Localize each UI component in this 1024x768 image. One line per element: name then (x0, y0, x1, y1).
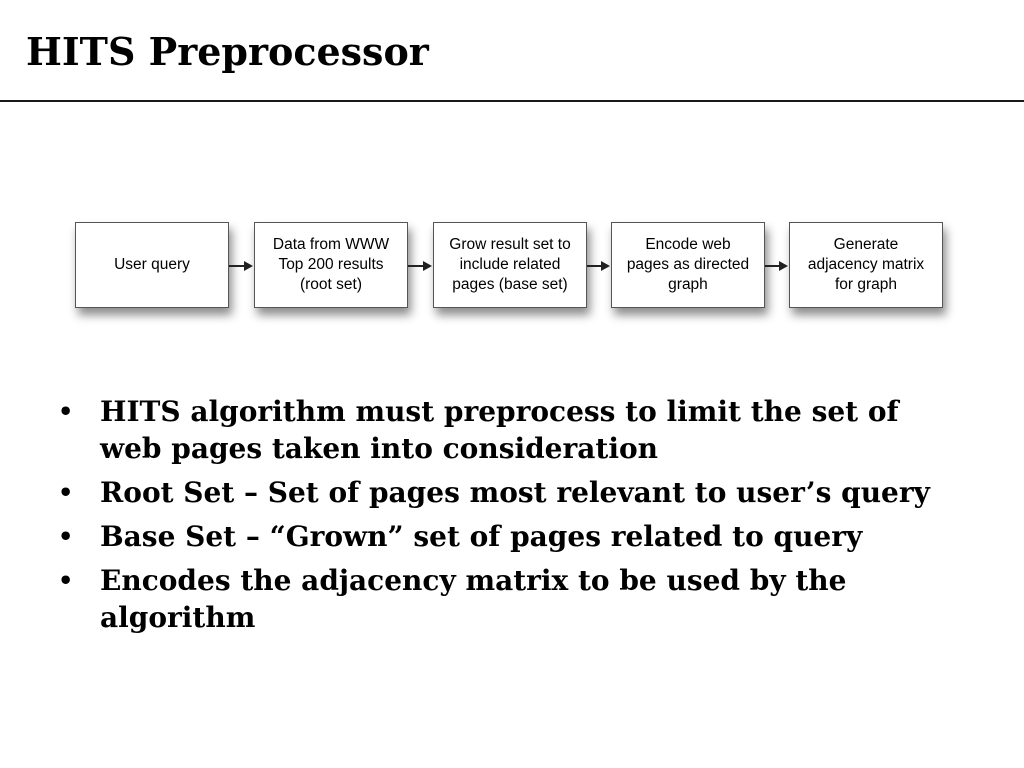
step-root-set: Data from WWW Top 200 results (root set) (254, 222, 408, 308)
bullet-item: • Base Set – “Grown” set of pages relate… (58, 518, 958, 555)
arrow-3 (587, 261, 610, 271)
bullet-dot: • (58, 397, 74, 426)
bullet-dot: • (58, 478, 74, 507)
bullet-text: Encodes the adjacency matrix to be used … (100, 564, 847, 634)
step-user-query: User query (75, 222, 229, 308)
arrow-2 (408, 261, 432, 271)
bullet-item: • HITS algorithm must preprocess to limi… (58, 393, 958, 467)
bullet-item: • Root Set – Set of pages most relevant … (58, 474, 958, 511)
flow-diagram: User query Data from WWW Top 200 results… (0, 0, 1024, 330)
bullet-dot: • (58, 522, 74, 551)
step-base-set: Grow result set to include related pages… (433, 222, 587, 308)
bullet-text: Base Set – “Grown” set of pages related … (100, 520, 863, 553)
slide-title: HITS Preprocessor (26, 29, 429, 74)
arrow-1 (229, 261, 253, 271)
step-adjacency-matrix: Generate adjacency matrix for graph (789, 222, 943, 308)
bullet-dot: • (58, 566, 74, 595)
bullet-list: • HITS algorithm must preprocess to limi… (58, 393, 958, 643)
bullet-item: • Encodes the adjacency matrix to be use… (58, 562, 958, 636)
arrow-4 (765, 261, 788, 271)
bullet-text: Root Set – Set of pages most relevant to… (100, 476, 930, 509)
step-directed-graph: Encode web pages as directed graph (611, 222, 765, 308)
bullet-text: HITS algorithm must preprocess to limit … (100, 395, 899, 465)
title-divider (0, 100, 1024, 102)
